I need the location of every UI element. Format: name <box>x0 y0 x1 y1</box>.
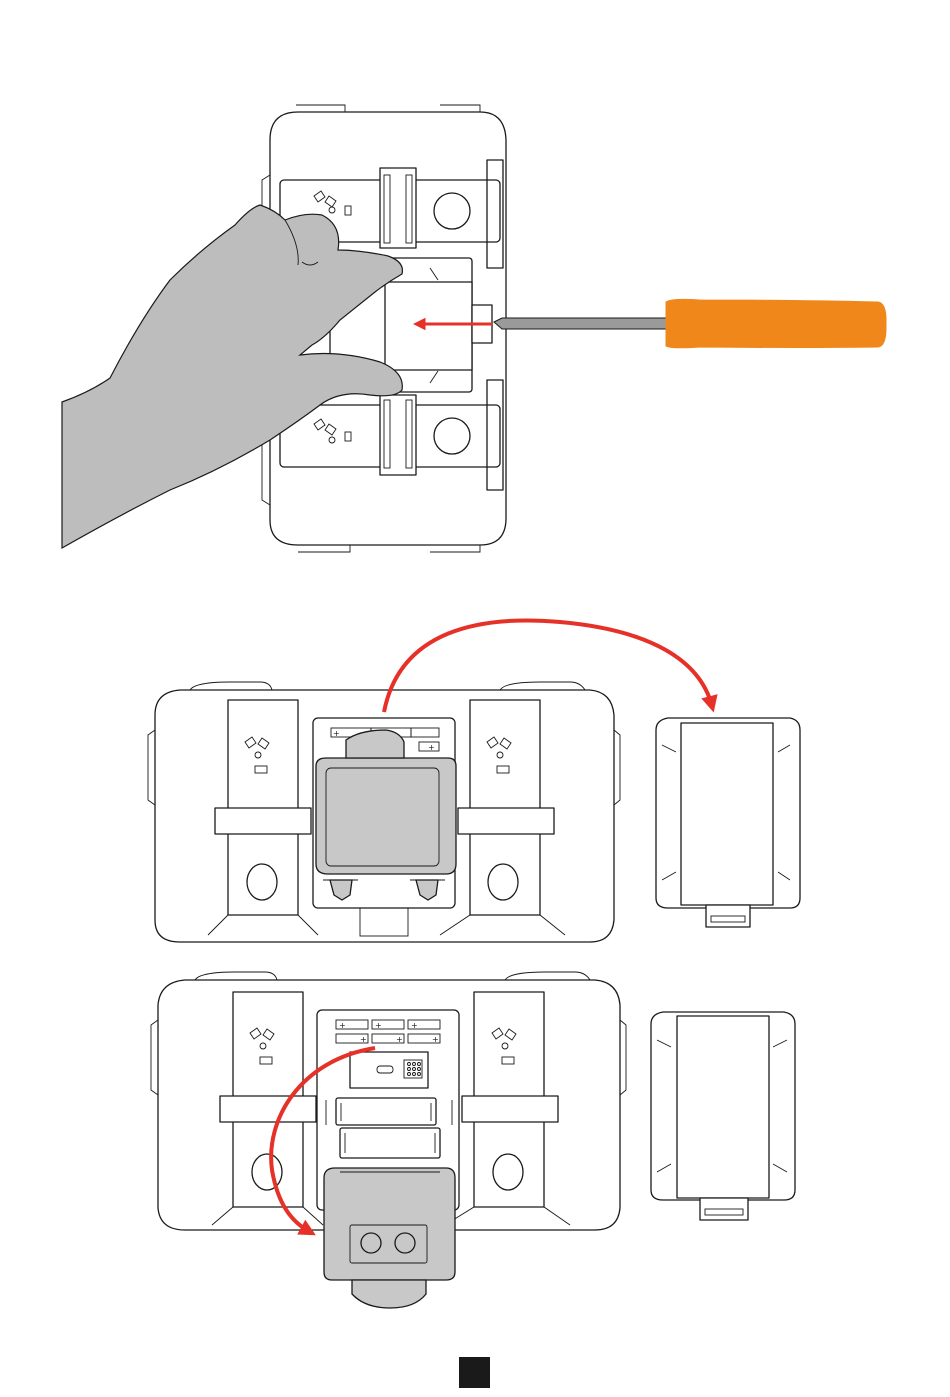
battery-cell-1 <box>336 1098 436 1125</box>
step-3-illustration: + + + + + + <box>151 972 795 1308</box>
battery-plus-3: + <box>339 1021 346 1030</box>
step-2-illustration: + + <box>148 620 800 942</box>
battery-plus-1: + <box>333 729 340 738</box>
step-1-illustration <box>62 105 886 552</box>
removed-cover-step3 <box>651 1012 795 1220</box>
battery-plus-6: + <box>360 1035 367 1044</box>
battery-plus-4: + <box>375 1021 382 1030</box>
screwdriver <box>494 299 886 347</box>
connector-block <box>350 1052 428 1088</box>
removed-cover <box>656 718 800 927</box>
page-marker <box>459 1357 490 1388</box>
screwdriver-handle <box>666 299 886 347</box>
battery-plus-5: + <box>411 1021 418 1030</box>
battery-plus-7: + <box>396 1035 403 1044</box>
battery-plus-8: + <box>432 1035 439 1044</box>
battery-pack <box>316 758 456 874</box>
battery-cell-2 <box>340 1128 440 1158</box>
